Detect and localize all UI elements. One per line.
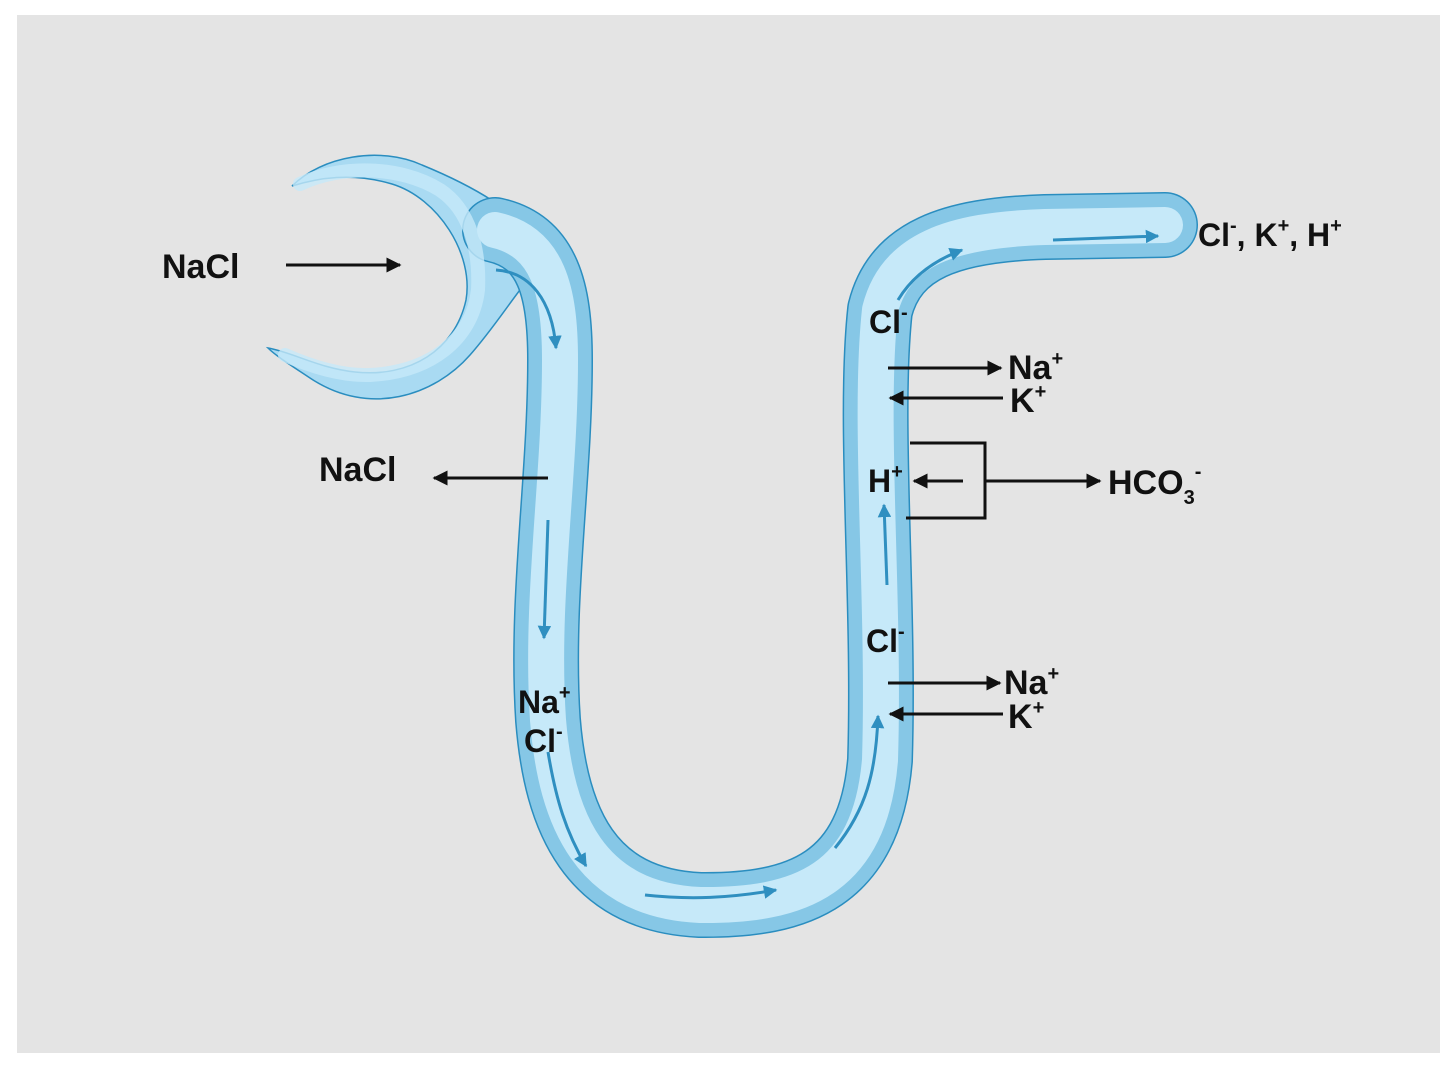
- label-upper-na: Na+: [1008, 348, 1063, 387]
- label-upper-cl: Cl-: [869, 302, 908, 340]
- label-upper-k: K+: [1010, 381, 1046, 420]
- capsule-highlight: [278, 163, 486, 383]
- label-lower-cl: Cl-: [866, 621, 905, 659]
- label-nacl-in: NaCl: [162, 248, 239, 286]
- flow-arrow-icon: [1052, 229, 1160, 244]
- ion-arrows: [286, 257, 1102, 722]
- flow-arrow-icon: [495, 268, 562, 350]
- label-nacl-out: NaCl: [319, 451, 396, 489]
- label-lower-na: Na+: [1004, 663, 1059, 702]
- label-bicarbonate: HCO3-: [1108, 461, 1201, 509]
- flow-arrow-icon: [546, 751, 588, 868]
- flow-arrow-icon: [833, 714, 885, 849]
- label-lower-k: K+: [1008, 697, 1044, 736]
- flow-arrow-icon: [896, 247, 964, 301]
- tubule-highlight: [477, 207, 1183, 924]
- flow-arrows: [495, 229, 1160, 900]
- label-descending-cl: Cl-: [524, 721, 563, 759]
- label-descending-na: Na+: [518, 682, 571, 720]
- flow-arrow-icon: [877, 503, 892, 586]
- flow-arrow-icon: [644, 885, 778, 900]
- renal-tubule-icon: [265, 154, 1198, 939]
- label-output-ions: Cl-, K+, H+: [1198, 215, 1342, 253]
- flow-arrow-icon: [537, 519, 552, 640]
- labels: NaCl NaCl Na+ Cl- Cl- Na+ K+ H+ HCO3- Cl…: [162, 215, 1342, 759]
- label-h-ion: H+: [868, 461, 903, 499]
